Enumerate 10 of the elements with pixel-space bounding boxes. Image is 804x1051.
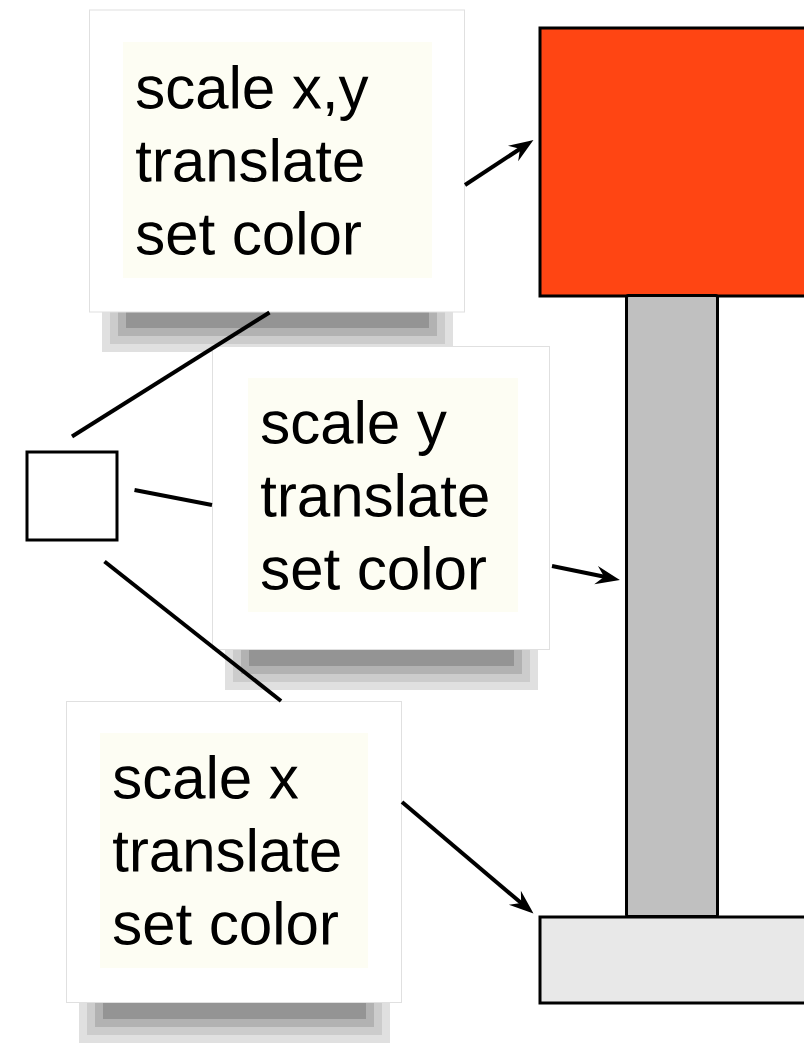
text-card: scale x,y translate set color — [89, 9, 465, 352]
bar — [625, 294, 719, 918]
box — [538, 915, 804, 1005]
connector-line — [103, 559, 283, 703]
box — [25, 450, 119, 542]
text-card: scale x translate set color — [66, 701, 402, 1043]
connector-line — [70, 310, 271, 439]
text-card: scale y translate set color — [212, 346, 550, 690]
connector-line — [134, 488, 213, 507]
box — [538, 26, 804, 298]
